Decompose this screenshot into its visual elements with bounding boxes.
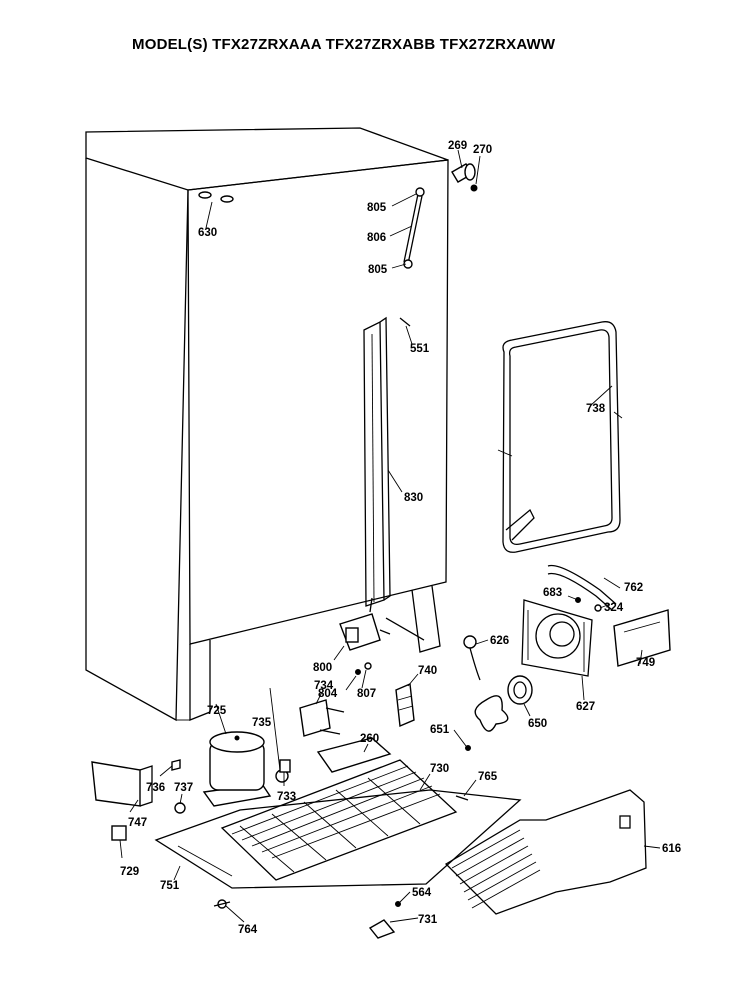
label-725: 725 (207, 705, 227, 717)
label-800: 800 (313, 662, 332, 674)
part-gasket-738 (497, 321, 623, 553)
part-screw-804 (355, 669, 361, 675)
part-bracket-747 (91, 761, 153, 807)
label-564: 564 (412, 887, 432, 899)
label-751: 751 (160, 880, 180, 892)
part-relay-729 (111, 825, 127, 841)
label-270: 270 (473, 144, 492, 156)
label-683: 683 (543, 587, 562, 599)
part-765 (455, 795, 469, 801)
part-grille-616 (444, 789, 647, 915)
label-762: 762 (624, 582, 643, 594)
label-729: 729 (120, 866, 139, 878)
label-551: 551 (410, 343, 430, 355)
part-cover-749 (613, 609, 671, 667)
part-relay-734 (299, 699, 345, 737)
refrigerator-cabinet (85, 127, 449, 722)
label-616: 616 (662, 843, 681, 855)
label-735: 735 (252, 717, 272, 729)
label-630: 630 (198, 227, 217, 239)
part-heater-740 (395, 682, 415, 728)
part-764 (213, 899, 231, 909)
label-260: 260 (360, 733, 379, 745)
label-805-top: 805 (367, 202, 387, 214)
part-motor-650 (507, 675, 533, 705)
label-651: 651 (430, 724, 450, 736)
part-thermostat-626 (463, 635, 481, 681)
part-807 (364, 662, 372, 670)
label-627: 627 (576, 701, 595, 713)
label-269: 269 (448, 140, 467, 152)
label-805-bottom: 805 (368, 264, 388, 276)
part-hinge-269 (451, 163, 476, 183)
label-730: 730 (430, 763, 449, 775)
label-749: 749 (636, 657, 655, 669)
part-screw-564 (395, 901, 401, 907)
label-737: 737 (174, 782, 193, 794)
label-324: 324 (604, 602, 624, 614)
label-740: 740 (418, 665, 437, 677)
part-base-pan-751 (154, 789, 522, 889)
label-650: 650 (528, 718, 547, 730)
part-733 (279, 759, 291, 773)
part-valve-800 (339, 597, 391, 651)
page-title: MODEL(S) TFX27ZRXAAA TFX27ZRXABB TFX27ZR… (132, 36, 556, 53)
label-830: 830 (404, 492, 423, 504)
label-733: 733 (277, 791, 296, 803)
label-764: 764 (238, 924, 258, 936)
leader-lines (119, 149, 661, 923)
part-clip-731 (368, 919, 396, 939)
part-736 (171, 759, 181, 771)
label-765: 765 (478, 771, 498, 783)
part-tube-762 (547, 564, 617, 611)
part-fan-shroud-627 (521, 599, 593, 677)
part-737 (174, 802, 186, 814)
part-drain-pan-260 (316, 737, 392, 773)
part-compressor-725 (202, 731, 272, 807)
label-734: 734 (314, 680, 334, 692)
part-condenser-730 (220, 759, 458, 881)
part-fan-blade-651 (465, 695, 509, 751)
label-626: 626 (490, 635, 509, 647)
label-747: 747 (128, 817, 147, 829)
label-806: 806 (367, 232, 386, 244)
label-736: 736 (146, 782, 165, 794)
part-labels: 269 270 630 805 806 805 551 738 830 762 … (120, 140, 681, 936)
label-738: 738 (586, 403, 606, 415)
label-731: 731 (418, 914, 438, 926)
part-screw-270 (470, 184, 478, 192)
label-804: 804 (318, 688, 338, 700)
label-807: 807 (357, 688, 376, 700)
